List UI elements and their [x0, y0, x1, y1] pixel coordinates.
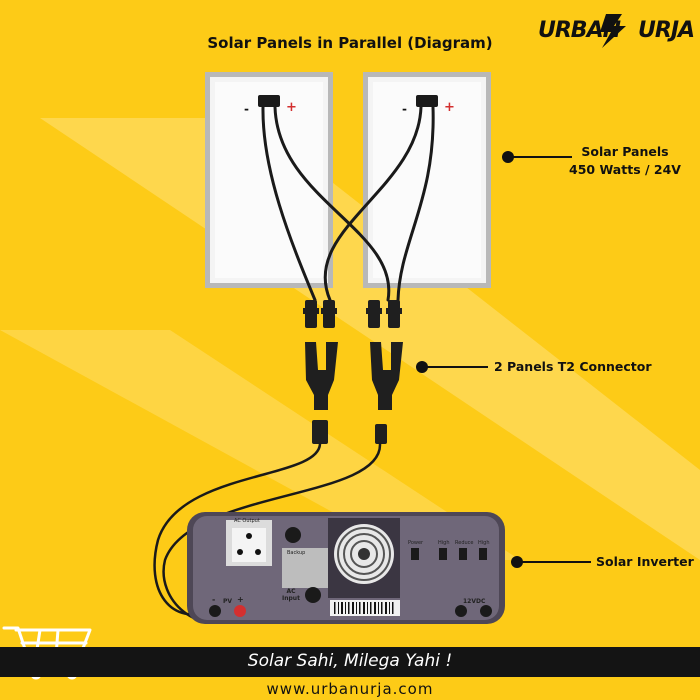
footer-slogan: Solar Sahi, Milega Yahi ! — [247, 651, 453, 671]
mc4-connectors-left — [303, 300, 337, 328]
callout-connector-label: 2 Panels T2 Connector — [494, 359, 652, 374]
inline-connector-positive — [375, 424, 387, 444]
brand-logo: URBAN URJA — [538, 18, 695, 43]
brand-name-left: URBAN — [538, 18, 621, 43]
t2-connector-right — [370, 342, 403, 410]
mc4-connectors-right — [366, 300, 402, 328]
page-title: Solar Panels in Parallel (Diagram) — [207, 34, 493, 52]
panel-right-minus: - — [402, 102, 407, 116]
inverter-mode-4: High — [478, 540, 490, 546]
junction-box-left — [258, 95, 280, 107]
callout-connector — [416, 361, 488, 373]
callout-panels — [502, 151, 572, 163]
inverter-pv-label: PV — [223, 598, 233, 605]
callout-panels-label: Solar Panels 450 Watts / 24V — [560, 143, 690, 179]
callout-panels-line1: Solar Panels — [581, 144, 669, 159]
panel-right-plus: + — [444, 100, 455, 115]
inverter-12vdc-label: 12VDC — [463, 598, 486, 605]
inverter-ac-input-line2: Input — [282, 595, 300, 602]
inline-connector-negative — [312, 420, 328, 444]
solar-panel-left — [205, 72, 333, 288]
callout-inverter-label: Solar Inverter — [596, 554, 694, 569]
t2-connector-left — [305, 342, 338, 410]
callout-inverter — [511, 556, 591, 568]
footer-url[interactable]: www.urbanurja.com — [266, 680, 434, 698]
inverter-pv-minus: - — [212, 595, 216, 604]
inverter-mode-1: Power — [408, 540, 424, 546]
inverter-ac-input-line1: AC — [286, 588, 296, 595]
inverter-ac-output-label: AC Output — [234, 518, 260, 524]
inverter-mode-3: Reduce — [455, 540, 474, 546]
footer-banner — [0, 647, 700, 677]
inverter-ac-input-label: AC Input — [282, 588, 300, 602]
callout-panels-line2: 450 Watts / 24V — [569, 162, 681, 177]
panel-left-minus: - — [244, 102, 249, 116]
junction-box-right — [416, 95, 438, 107]
inverter-pv-plus: + — [237, 595, 244, 604]
solar-inverter — [187, 512, 505, 624]
light-ray-lower — [0, 330, 520, 560]
lightning-bolt-icon — [600, 14, 626, 48]
inverter-backup-label: Backup — [287, 550, 306, 556]
panel-left-plus: + — [286, 100, 297, 115]
panel-cables — [261, 105, 435, 302]
brand-name-right: URJA — [638, 18, 695, 43]
inverter-mode-2: High — [438, 540, 450, 546]
